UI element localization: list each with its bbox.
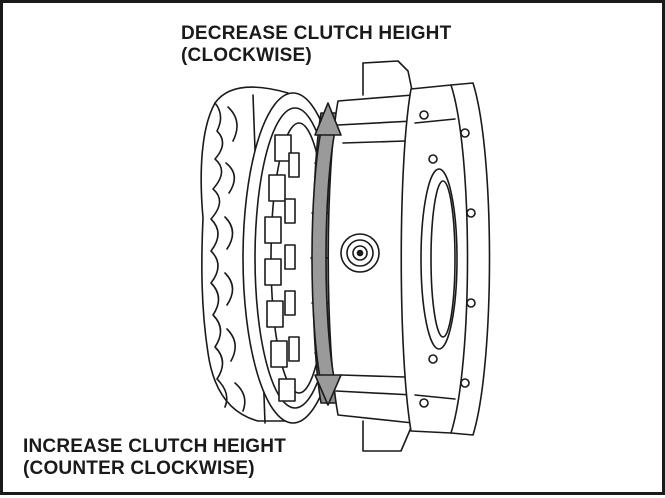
increase-height-label: INCREASE CLUTCH HEIGHT(COUNTER CLOCKWISE… <box>23 436 286 480</box>
decrease-height-label: DECREASE CLUTCH HEIGHT(CLOCKWISE) <box>181 23 451 67</box>
decrease-label-line1: DECREASE CLUTCH HEIGHT <box>181 23 452 44</box>
front-flange <box>400 82 491 436</box>
clutch-illustration <box>200 60 491 452</box>
decrease-label-line2: (CLOCKWISE) <box>181 45 312 66</box>
rotation-arrow <box>311 102 342 406</box>
increase-label-line2: (COUNTER CLOCKWISE) <box>23 458 255 479</box>
increase-label-line1: INCREASE CLUTCH HEIGHT <box>23 436 287 457</box>
adjuster-bolt <box>340 233 380 273</box>
